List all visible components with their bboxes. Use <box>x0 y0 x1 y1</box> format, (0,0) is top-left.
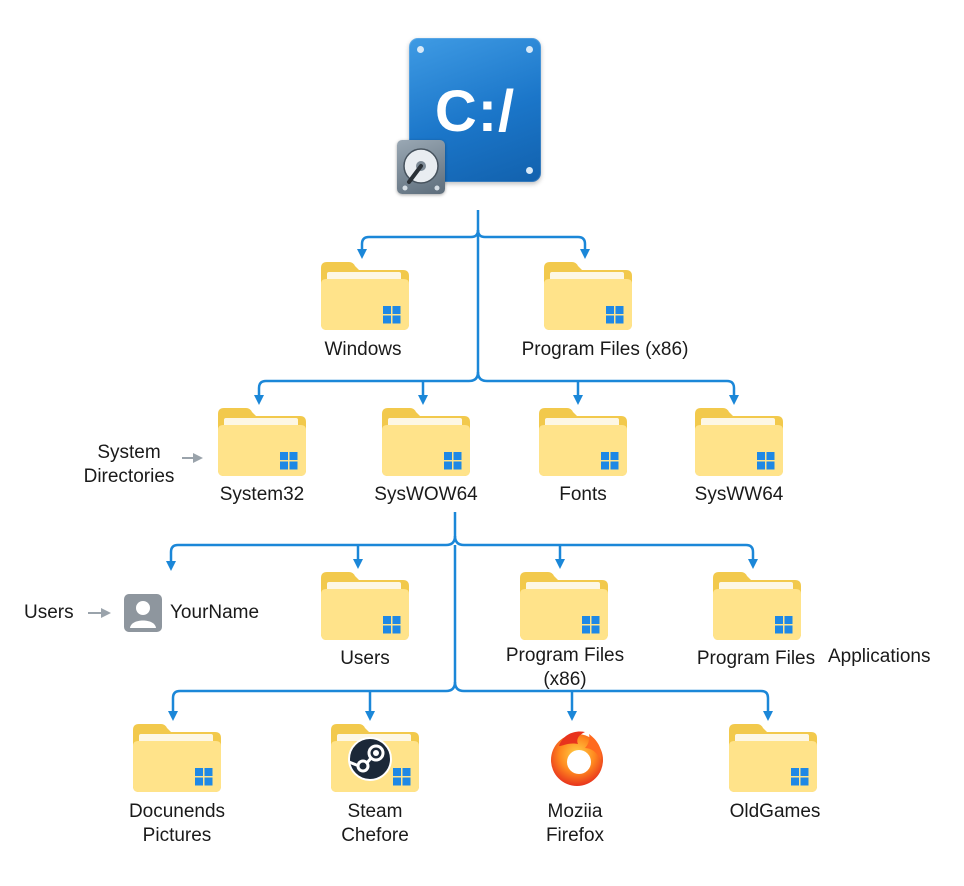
hard-disk-icon <box>397 140 445 194</box>
connector-program-files <box>453 535 758 569</box>
folder-oldgames[interactable] <box>727 720 819 799</box>
annotation-applications: Applications <box>828 646 931 667</box>
firefox-icon <box>551 731 603 786</box>
folder-label-system32: System32 <box>219 484 305 505</box>
folder-program-files-x86-2[interactable] <box>518 568 610 647</box>
connector-program-files-x86 <box>476 229 590 259</box>
folder-program-files[interactable] <box>711 568 803 647</box>
folder-icon <box>713 572 801 640</box>
folder-icon <box>520 572 608 640</box>
connector-documents <box>168 545 457 721</box>
folder-icon <box>321 262 409 330</box>
folder-users[interactable] <box>319 568 411 647</box>
annotation-user-name: YourName <box>170 602 260 623</box>
folder-program-files-x86[interactable] <box>542 258 634 337</box>
connector-users-annotation <box>166 512 457 571</box>
folder-icon <box>218 408 306 476</box>
folder-icon <box>382 408 470 476</box>
folder-fonts[interactable] <box>537 404 629 483</box>
folder-label-sysww64: SysWW64 <box>694 484 784 505</box>
drive-label: C:/ <box>434 79 516 144</box>
folder-label-program-files-x86: Program Files (x86) <box>521 339 689 360</box>
folder-label-fonts: Fonts <box>559 484 607 505</box>
folder-label-users: Users <box>340 648 390 669</box>
drive-screw <box>526 167 533 174</box>
folder-icon <box>729 724 817 792</box>
folder-sysww64[interactable] <box>693 404 785 483</box>
folder-label-documents: Docunends Pictures <box>128 801 226 846</box>
drive-icon[interactable]: C:/ <box>409 38 541 182</box>
user-avatar-icon[interactable] <box>124 594 162 632</box>
folder-system32[interactable] <box>216 404 308 483</box>
folder-icon <box>321 572 409 640</box>
folder-syswow64[interactable] <box>380 404 472 483</box>
folder-steam[interactable] <box>329 720 421 799</box>
annotation-system-directories: System Directories <box>83 442 175 487</box>
app-firefox[interactable] <box>545 726 609 795</box>
annotation-users: Users <box>24 602 74 623</box>
connector-windows <box>357 210 480 259</box>
drive-screw <box>417 46 424 53</box>
folder-icon <box>544 262 632 330</box>
folder-windows[interactable] <box>319 258 411 337</box>
drive-screw <box>526 46 533 53</box>
folder-label-program-files: Program Files <box>696 648 816 669</box>
folder-label-windows: Windows <box>324 339 402 360</box>
folder-icon <box>695 408 783 476</box>
steam-icon <box>348 737 392 781</box>
folder-icon <box>539 408 627 476</box>
connector-sysww64 <box>476 371 739 405</box>
folder-documents[interactable] <box>131 720 223 799</box>
folder-label-syswow64: SysWOW64 <box>374 484 478 505</box>
folder-label-oldgames: OldGames <box>729 801 821 822</box>
folder-label-program-files-x86-2: Program Files (x86) <box>505 645 625 690</box>
folder-label-steam: Steam Chefore <box>341 801 409 846</box>
app-label-firefox: Moziia Firefox <box>545 801 605 846</box>
folder-icon <box>133 724 221 792</box>
connector-oldgames <box>453 681 773 721</box>
